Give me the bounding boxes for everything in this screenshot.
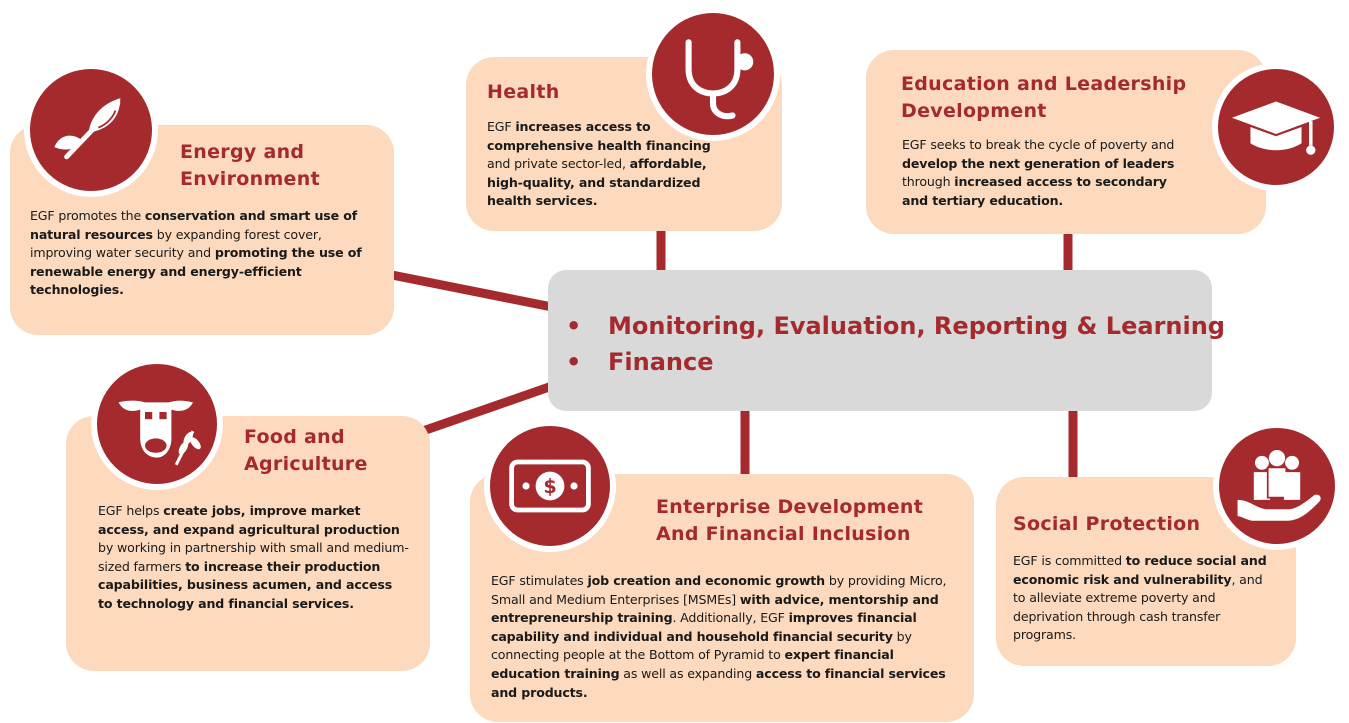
highlight-text: to increase their production capabilitie… bbox=[98, 558, 393, 611]
highlight-text: affordable, high-quality, and standardiz… bbox=[487, 156, 707, 209]
highlight-text: improves financial capability and indivi… bbox=[491, 610, 917, 644]
center-item-merl: •Monitoring, Evaluation, Reporting & Lea… bbox=[566, 308, 1225, 344]
card-description: EGF helps create jobs, improve market ac… bbox=[98, 503, 409, 611]
highlight-text: increased access to secondary and tertia… bbox=[902, 174, 1167, 208]
card-description: EGF seeks to break the cycle of poverty … bbox=[902, 137, 1175, 208]
leaf-icon bbox=[24, 63, 158, 197]
highlight-text: expert financial education training bbox=[491, 647, 894, 681]
card-description: EGF promotes the conservation and smart … bbox=[30, 208, 362, 298]
graduation-cap-icon bbox=[1212, 63, 1340, 191]
highlight-text: create jobs, improve market access, and … bbox=[98, 503, 400, 537]
people-in-hand-icon bbox=[1213, 422, 1341, 550]
card-description: EGF increases access to comprehensive he… bbox=[487, 119, 711, 209]
bullet-icon: • bbox=[566, 348, 582, 376]
highlight-text: promoting the use of renewable energy an… bbox=[30, 245, 362, 298]
connector-energy bbox=[391, 270, 553, 312]
highlight-text: increases access to comprehensive health… bbox=[487, 119, 711, 153]
highlight-text: access to financial services and product… bbox=[491, 665, 946, 700]
bullet-icon: • bbox=[566, 312, 582, 340]
card-title: Social Protection bbox=[1013, 513, 1201, 535]
dollar-bill-icon: $ bbox=[484, 420, 616, 552]
card-description: EGF stimulates job creation and economic… bbox=[491, 573, 947, 700]
highlight-text: develop the next generation of leaders bbox=[902, 155, 1175, 171]
cow-wheat-icon bbox=[91, 358, 223, 490]
center-item-finance: •Finance bbox=[566, 344, 1225, 380]
card-description: EGF is committed to reduce social and ec… bbox=[1013, 553, 1267, 643]
health-card: Health EGF increases access to comprehen… bbox=[466, 57, 782, 231]
highlight-text: to reduce social and economic risk and v… bbox=[1013, 553, 1267, 587]
highlight-text: job creation and economic growth bbox=[587, 573, 825, 588]
stethoscope-icon bbox=[646, 7, 780, 141]
connector-food bbox=[418, 381, 554, 437]
highlight-text: conservation and smart use of natural re… bbox=[30, 208, 358, 242]
center-box: •Monitoring, Evaluation, Reporting & Lea… bbox=[548, 270, 1225, 411]
highlight-text: with advice, mentorship and entrepreneur… bbox=[491, 591, 939, 626]
center-list: •Monitoring, Evaluation, Reporting & Lea… bbox=[566, 308, 1225, 380]
card-title: Health bbox=[487, 81, 560, 103]
svg-text:$: $ bbox=[543, 475, 556, 498]
